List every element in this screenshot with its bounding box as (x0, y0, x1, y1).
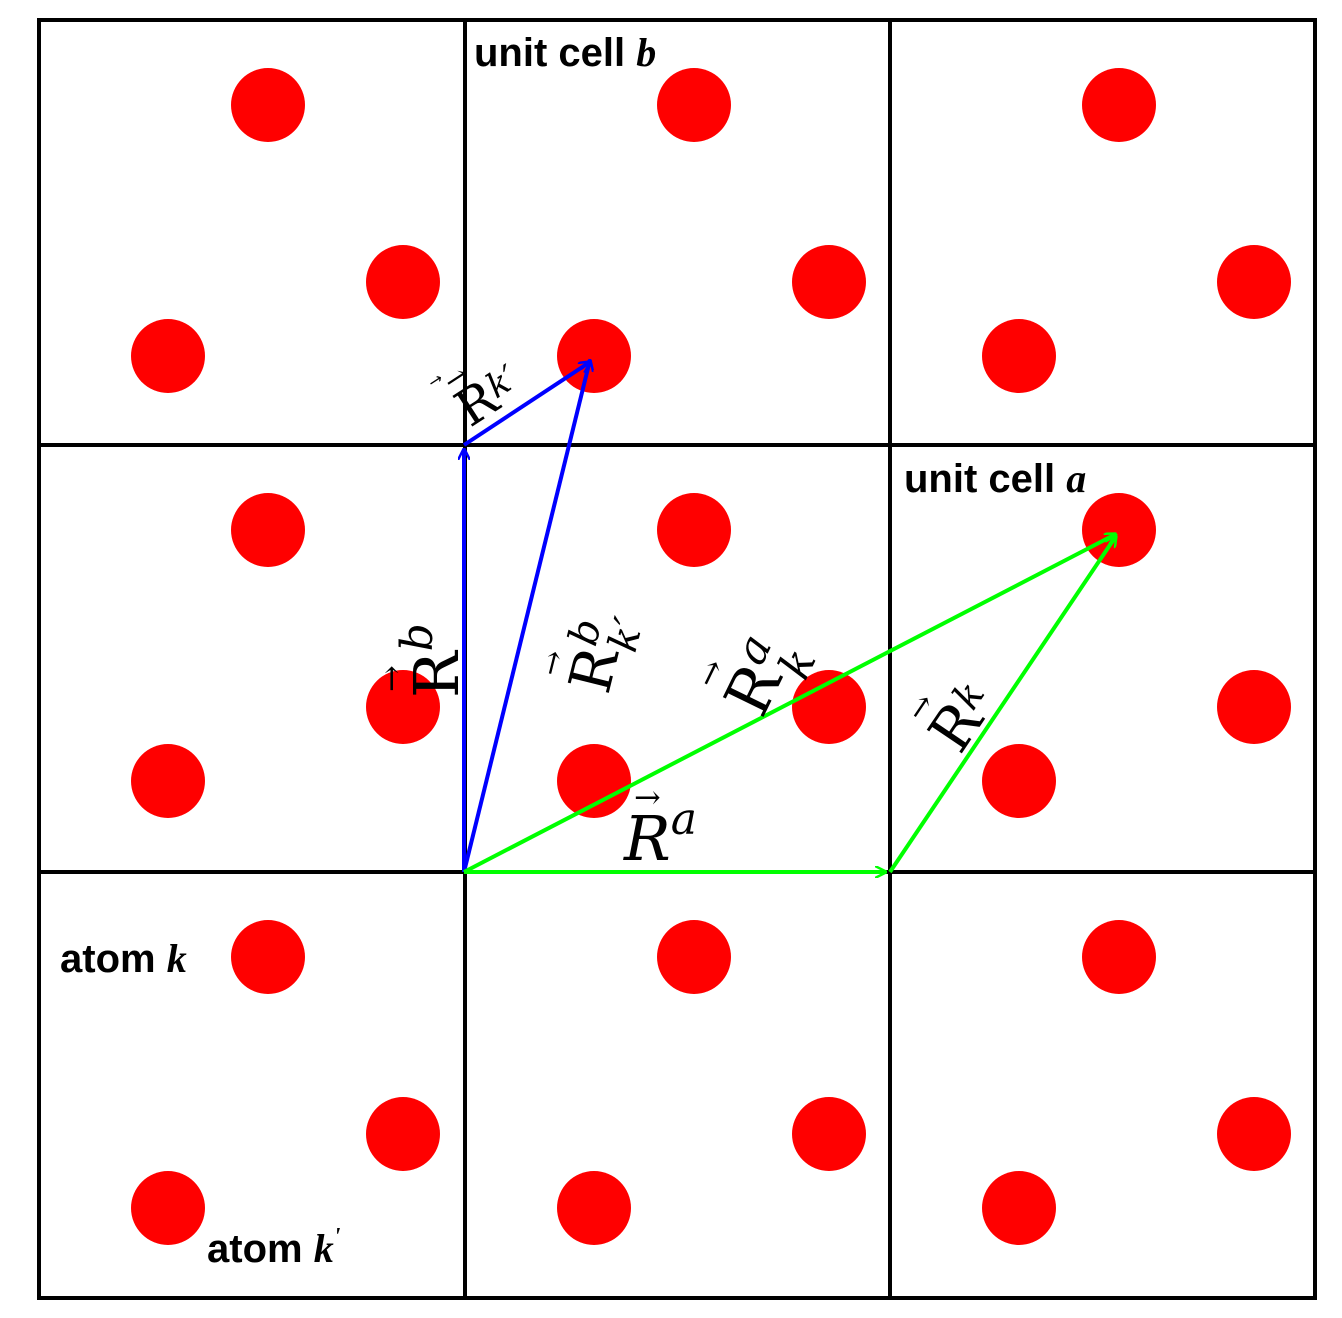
atom-r1-c0-2 (131, 744, 205, 818)
atom-r2-c1-1 (792, 1097, 866, 1171)
math-label-R-b-k-prime: Rbk′ → (533, 603, 653, 702)
label-unit-cell-a: unit cell a (904, 456, 1086, 501)
atom-r0-c2-0 (1082, 68, 1156, 142)
atom-r0-c1-0 (657, 68, 731, 142)
atom-r1-c1-1 (792, 670, 866, 744)
lattice-border (37, 18, 1317, 1300)
atom-r0-c1-1 (792, 245, 866, 319)
vector-arrow-accent: → (372, 665, 410, 692)
vector-R-k-arrow (888, 536, 1116, 874)
atom-r2-c2-2 (982, 1171, 1056, 1245)
label-unit-cell-b: unit cell b (474, 30, 656, 75)
atom-r2-c1-0 (657, 920, 731, 994)
svg-text:Rbk′: Rbk′ (550, 603, 653, 702)
atom-r1-c2-2 (982, 744, 1056, 818)
atom-r1-c2-0 (1082, 493, 1156, 567)
unit-cell-grid (37, 18, 1317, 1300)
vector-R-b-k-prime-arrow (462, 360, 590, 873)
atoms (131, 68, 1291, 1245)
atom-r0-c2-1 (1217, 245, 1291, 319)
atom-r2-c0-1 (366, 1097, 440, 1171)
label-atom-k-prime: atom k' (207, 1224, 341, 1271)
atom-r2-c2-1 (1217, 1097, 1291, 1171)
svg-text:Ra: Ra (623, 794, 697, 875)
atom-r0-c2-2 (982, 319, 1056, 393)
atom-r0-c0-2 (131, 319, 205, 393)
math-label-R-b: Rb → (372, 623, 473, 698)
atom-r0-c1-2 (557, 319, 631, 393)
atom-r0-c0-0 (231, 68, 305, 142)
math-label-R-k-prime: Rk′ ⃗→ (426, 358, 525, 439)
vector-arrow-accent: → (634, 778, 661, 816)
atom-r1-c2-1 (1217, 670, 1291, 744)
atom-r1-c1-0 (657, 493, 731, 567)
atom-r2-c0-2 (131, 1171, 205, 1245)
vector-R-k-prime-arrow (462, 362, 590, 447)
atom-r2-c1-2 (557, 1171, 631, 1245)
label-atom-k: atom k (60, 936, 187, 981)
math-label-R-k: Rk → (900, 673, 998, 764)
blue-vectors (462, 360, 590, 873)
math-label-R-a: Ra → (623, 778, 697, 875)
vector-R-a-k-arrow (463, 532, 1116, 874)
atom-r2-c2-0 (1082, 920, 1156, 994)
green-vectors (463, 532, 1116, 874)
atom-r1-c1-2 (557, 744, 631, 818)
atom-r2-c0-0 (231, 920, 305, 994)
atom-r1-c0-0 (231, 493, 305, 567)
math-label-R-a-k: Rak → (687, 626, 826, 726)
atom-r1-c0-1 (366, 670, 440, 744)
svg-text:Rb: Rb (392, 623, 473, 698)
atom-r0-c0-1 (366, 245, 440, 319)
